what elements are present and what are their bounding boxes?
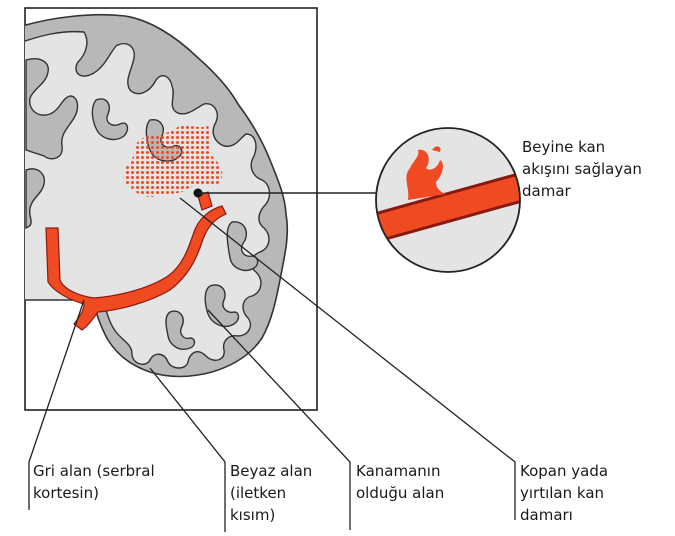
magnifier-circle [360,128,540,272]
vessel-label: Beyine kan akışını sağlayan damar [522,136,642,202]
gray-matter-label: Gri alan (serbral kortesin) [33,460,155,504]
white-matter-label: Beyaz alan (iletken kısım) [230,460,312,526]
bleed-area-label: Kanamanın olduğu alan [356,460,444,504]
torn-vessel-label: Kopan yada yırtılan kan damarı [520,460,608,526]
